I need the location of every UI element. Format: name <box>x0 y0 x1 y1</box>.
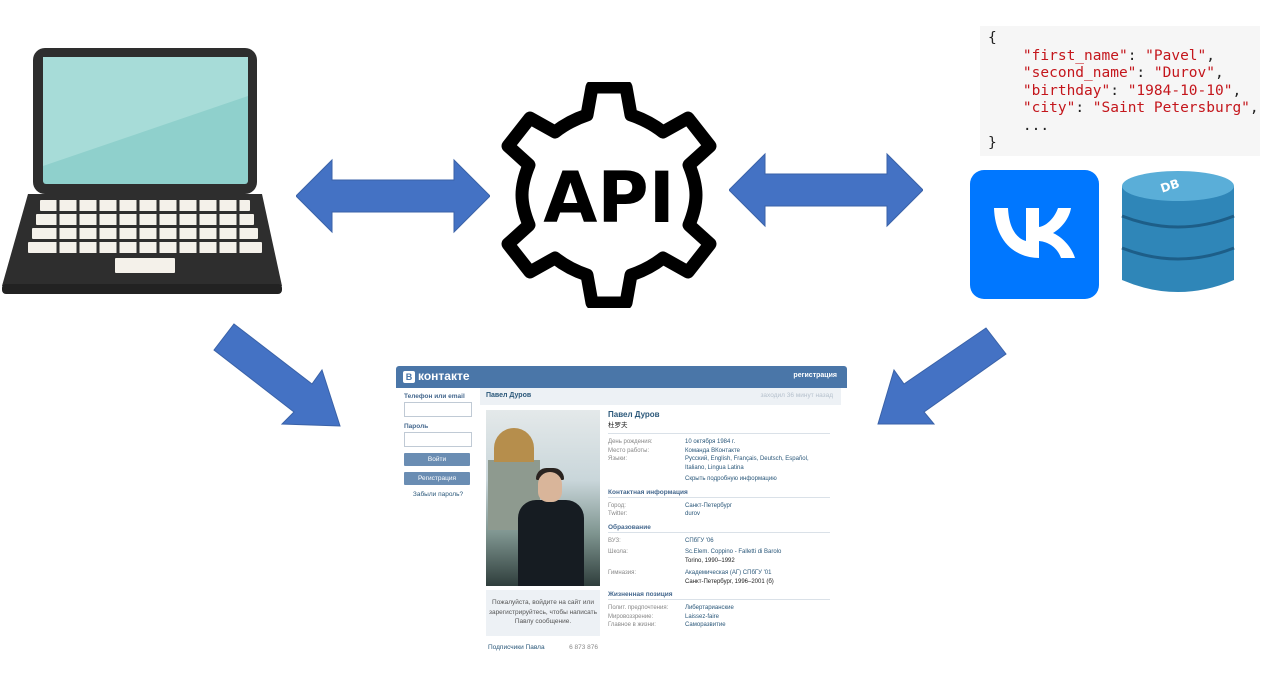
hide-info-row[interactable]: Скрыть подробную информацию <box>608 475 830 484</box>
subscribers-count: 6 873 876 <box>569 644 598 651</box>
json-value: "1984-10-10" <box>1127 82 1233 99</box>
arrow-down-left <box>876 326 1008 426</box>
vk-profile-screenshot: В контакте регистрация Телефон или email… <box>396 366 847 656</box>
phone-label: Телефон или email <box>404 393 465 400</box>
vk-logo-letter: В <box>403 371 415 383</box>
json-key: "birthday" <box>1022 82 1111 99</box>
info-row: День рождения: 10 октября 1984 г. <box>608 438 830 447</box>
api-gear-icon: API <box>497 82 721 308</box>
info-value[interactable]: СПбГУ '06 <box>685 537 714 544</box>
database-icon: DB <box>1120 170 1236 298</box>
phone-input[interactable] <box>404 402 472 417</box>
info-row: Главное в жизни: Саморазвитие <box>608 621 830 630</box>
education-section-title: Образование <box>608 524 830 533</box>
info-row: Школа: Sc.Elem. Coppino - Falletti di Bar… <box>608 548 830 565</box>
vk-header: В контакте регистрация <box>396 366 847 388</box>
contact-section-title: Контактная информация <box>608 489 830 498</box>
info-key: Город: <box>608 502 626 509</box>
info-row: Город: Санкт-Петербург <box>608 502 830 511</box>
info-key: Гимназия: <box>608 570 636 576</box>
double-arrow-right <box>729 152 923 228</box>
info-value[interactable]: Laissez-faire <box>685 613 720 620</box>
json-key: "second_name" <box>1022 65 1137 81</box>
info-key: Мировоззрение: <box>608 613 654 620</box>
info-key: Школа: <box>608 549 628 555</box>
api-label: API <box>543 157 675 239</box>
json-ellipsis: ... <box>1022 117 1050 134</box>
info-row: ВУЗ: СПбГУ '06 <box>608 537 830 546</box>
info-value[interactable]: Sc.Elem. Coppino - Falletti di Barolo <box>685 549 782 555</box>
json-key: "city" <box>1022 100 1076 116</box>
subscribers-label: Подписчики Павла <box>488 644 545 651</box>
hide-info-link[interactable]: Скрыть подробную информацию <box>685 476 777 482</box>
info-row: Полит. предпочтения: Либертарианские <box>608 604 830 613</box>
info-key: ВУЗ: <box>608 537 621 544</box>
write-message-prompt: Пожалуйста, войдите на сайт или зарегист… <box>486 590 600 636</box>
vk-logo-text: контакте <box>418 369 470 383</box>
password-label: Пароль <box>404 423 429 430</box>
info-row: Языки: Русский, English, Français, Deutsc… <box>608 455 830 472</box>
info-key: Главное в жизни: <box>608 622 656 628</box>
info-value: Команда ВКонтакте <box>685 447 740 454</box>
vk-login-sidebar: Телефон или email Пароль Войти Регистрац… <box>404 393 472 498</box>
profile-name: Павел Дуров <box>608 410 660 419</box>
info-value[interactable]: Санкт-Петербург <box>685 502 733 509</box>
db-label: DB <box>1159 176 1182 195</box>
vk-logo-icon <box>970 170 1099 299</box>
profile-info: Павел Дуров 杜罗夫 День рождения: 10 октября… <box>608 410 830 630</box>
profile-header-name: Павел Дуров <box>486 392 532 399</box>
info-value[interactable]: Либертарианские <box>685 605 734 611</box>
arrow-down-right <box>212 322 342 428</box>
info-key: Место работы: <box>608 447 650 454</box>
json-key: "first_name" <box>1022 47 1128 64</box>
info-row: Мировоззрение: Laissez-faire <box>608 613 830 622</box>
info-key: Twitter: <box>608 511 628 517</box>
json-value: "Pavel" <box>1145 47 1207 64</box>
info-value: 10 октября 1984 г. <box>685 439 736 445</box>
info-key: Полит. предпочтения: <box>608 605 669 611</box>
forgot-password-link[interactable]: Забыли пароль? <box>412 491 464 498</box>
info-row: Twitter: durov <box>608 510 830 519</box>
double-arrow-left <box>296 158 490 234</box>
json-close-brace: } <box>988 135 997 151</box>
profile-name-cn: 杜罗夫 <box>608 422 628 429</box>
info-subvalue: Санкт-Петербург, 1996–2001 (б) <box>685 578 774 585</box>
info-key: Языки: <box>608 456 628 462</box>
info-key: День рождения: <box>608 439 653 445</box>
json-code-block: { "first_name": "Pavel", "second_name": … <box>980 26 1260 156</box>
login-button[interactable]: Войти <box>404 453 470 466</box>
password-input[interactable] <box>404 432 472 447</box>
laptop-icon <box>0 46 285 296</box>
position-section-title: Жизненная позиция <box>608 591 830 600</box>
subscribers-row[interactable]: Подписчики Павла 6 873 876 <box>488 644 598 651</box>
online-status: заходил 36 минут назад <box>760 392 833 399</box>
info-row: Место работы: Команда ВКонтакте <box>608 447 830 456</box>
vk-profile-header: Павел Дуров заходил 36 минут назад <box>480 388 841 405</box>
profile-photo <box>486 410 600 586</box>
vk-register-link[interactable]: регистрация <box>793 372 837 379</box>
info-subvalue: Torino, 1990–1992 <box>685 557 735 564</box>
register-button[interactable]: Регистрация <box>404 472 470 485</box>
json-value: "Saint Petersburg" <box>1092 100 1250 116</box>
info-value: Русский, English, Français, Deutsch, Esp… <box>685 456 809 471</box>
info-value[interactable]: Саморазвитие <box>685 622 726 628</box>
info-value[interactable]: Академическая (АГ) СПбГУ '01 <box>685 570 772 576</box>
json-open-brace: { <box>988 30 997 46</box>
info-value[interactable]: durov <box>685 511 701 517</box>
json-value: "Durov" <box>1153 65 1215 81</box>
